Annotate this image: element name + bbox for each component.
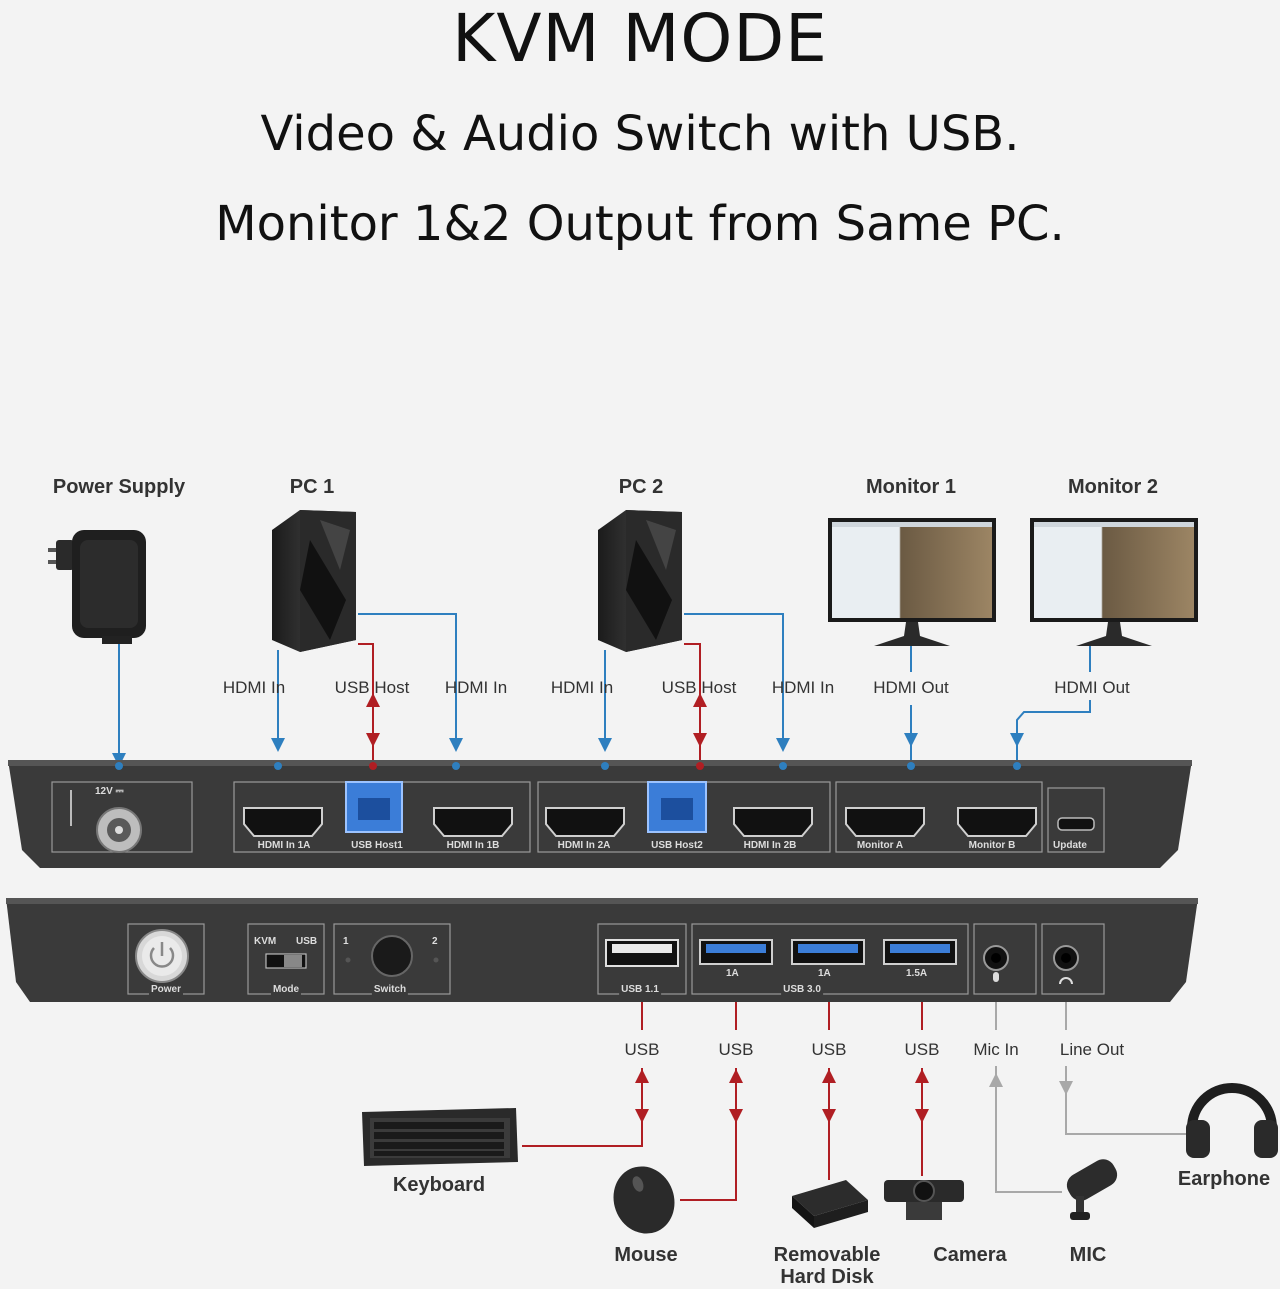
mouse-icon — [613, 1166, 675, 1234]
headphone-glyph-icon — [1059, 977, 1073, 985]
port-hdmi-in-1a[interactable]: HDMI In 1A — [255, 840, 313, 851]
mode-kvm-label: KVM — [254, 936, 277, 947]
port-update[interactable]: Update — [1051, 840, 1089, 851]
port-usb-host2[interactable]: USB Host2 — [649, 840, 705, 851]
mode-slider[interactable] — [265, 953, 307, 969]
rear-panel — [8, 760, 1192, 868]
page-title: KVM MODE — [452, 0, 828, 77]
bottom-connection-lines — [522, 1002, 1186, 1201]
usb3-current-2: 1A — [818, 968, 831, 979]
mode-label: Mode — [270, 984, 302, 995]
label-power-supply: Power Supply — [52, 476, 186, 498]
power-button[interactable] — [135, 929, 189, 983]
top-connection-lines — [112, 613, 1091, 768]
conn-label-pc1-hdmi-a: HDMI In — [222, 678, 286, 697]
usb3-current-1: 1A — [726, 968, 739, 979]
port-usb-host1[interactable]: USB Host1 — [349, 840, 405, 851]
keyboard-icon — [362, 1108, 518, 1166]
conn-label-pc1-hdmi-b: HDMI In — [444, 678, 508, 697]
mode-usb-label: USB — [296, 936, 318, 947]
earphone-icon — [1186, 1083, 1278, 1158]
conn-label-mon1-hdmi: HDMI Out — [873, 678, 949, 697]
conn-label-usb-1: USB — [624, 1040, 660, 1059]
usb11-port[interactable] — [605, 939, 679, 967]
switch-pos-1: 1 — [343, 936, 349, 947]
conn-label-mon2-hdmi: HDMI Out — [1054, 678, 1130, 697]
switch-label: Switch — [371, 984, 409, 995]
conn-label-pc2-hdmi-b: HDMI In — [771, 678, 835, 697]
conn-label-pc1-usb: USB Host — [334, 678, 410, 697]
port-monitor-a[interactable]: Monitor A — [854, 840, 906, 851]
monitor1-icon — [828, 518, 996, 646]
polarity-icon — [70, 790, 82, 826]
label-hard-disk: Removable Hard Disk — [773, 1244, 881, 1288]
pc1-tower-icon — [272, 510, 356, 652]
conn-label-mic-in: Mic In — [973, 1040, 1019, 1059]
hard-disk-icon — [792, 1180, 868, 1228]
conn-label-usb-4: USB — [904, 1040, 940, 1059]
page-subtitle-1: Video & Audio Switch with USB. — [260, 106, 1020, 162]
pc2-tower-icon — [598, 510, 682, 652]
power-label: Power — [148, 984, 184, 995]
port-hdmi-in-2a[interactable]: HDMI In 2A — [555, 840, 613, 851]
label-pc2: PC 2 — [618, 476, 664, 498]
label-mouse: Mouse — [614, 1244, 678, 1266]
conn-label-pc2-usb: USB Host — [661, 678, 737, 697]
mic-glyph-icon — [993, 972, 999, 982]
power-adapter-icon — [48, 530, 146, 644]
conn-label-pc2-hdmi-a: HDMI In — [550, 678, 614, 697]
page-subtitle-2: Monitor 1&2 Output from Same PC. — [215, 196, 1065, 252]
switch-pos-2: 2 — [432, 936, 438, 947]
conn-label-usb-2: USB — [718, 1040, 754, 1059]
label-earphone: Earphone — [1177, 1168, 1271, 1190]
label-monitor1: Monitor 1 — [866, 476, 956, 498]
port-hdmi-in-2b[interactable]: HDMI In 2B — [741, 840, 799, 851]
switch-button[interactable] — [345, 935, 439, 977]
mic-icon — [1066, 1159, 1118, 1220]
usb3-current-3: 1.5A — [906, 968, 928, 979]
audio-jacks[interactable] — [983, 945, 1079, 971]
port-hdmi-in-1b[interactable]: HDMI In 1B — [444, 840, 502, 851]
usb3-ports[interactable] — [699, 939, 957, 965]
monitor2-icon — [1030, 518, 1198, 646]
label-mic: MIC — [1069, 1244, 1107, 1266]
usb11-label: USB 1.1 — [619, 984, 661, 995]
conn-label-line-out: Line Out — [1059, 1040, 1125, 1059]
dc-input-label: 12V ⎓ — [95, 786, 124, 797]
label-keyboard: Keyboard — [392, 1174, 486, 1196]
label-pc1: PC 1 — [289, 476, 335, 498]
camera-icon — [884, 1180, 964, 1220]
port-monitor-b[interactable]: Monitor B — [966, 840, 1018, 851]
usb30-label: USB 3.0 — [781, 984, 823, 995]
conn-label-usb-3: USB — [811, 1040, 847, 1059]
label-monitor2: Monitor 2 — [1068, 476, 1158, 498]
label-camera: Camera — [933, 1244, 1007, 1266]
